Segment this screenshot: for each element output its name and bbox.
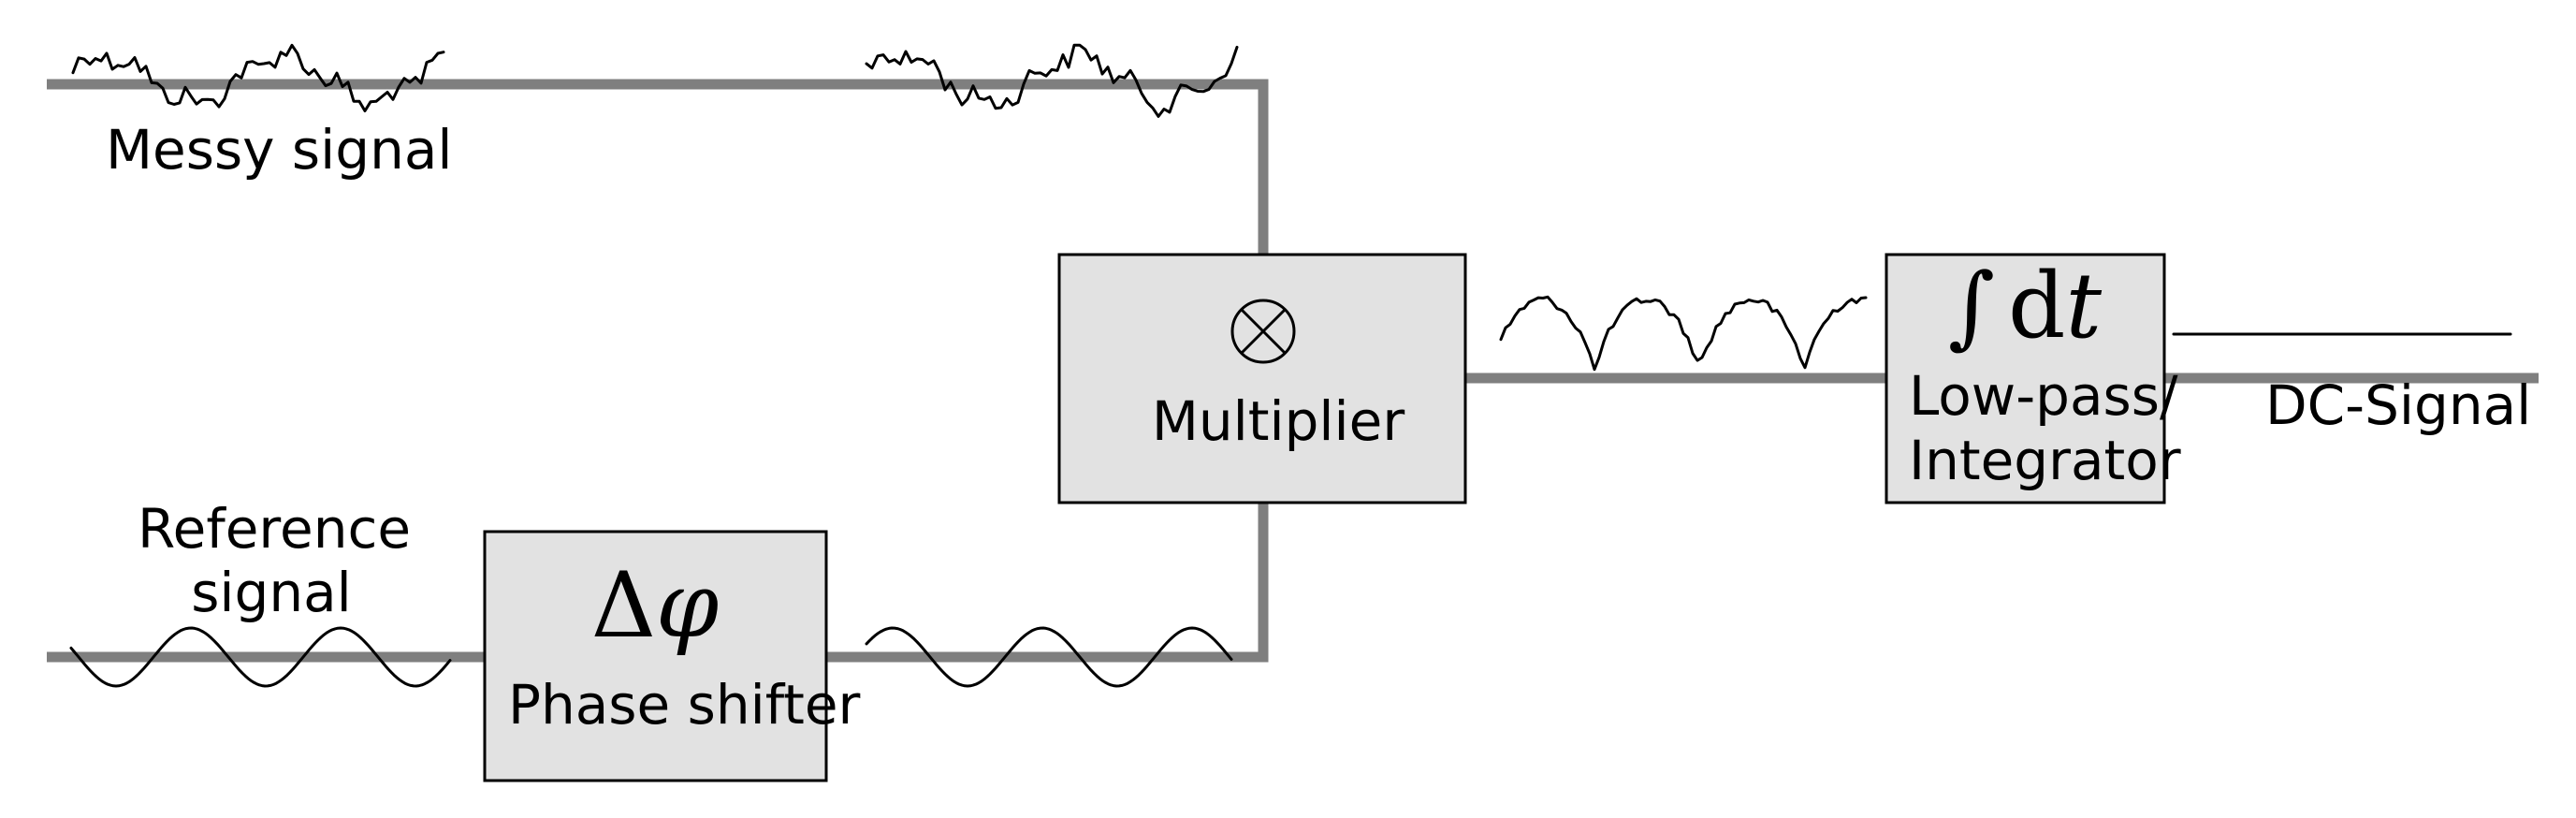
messy-signal-wire xyxy=(47,79,1269,255)
phase-shifter-label: Phase shifter xyxy=(508,673,861,737)
messy-signal-trace xyxy=(865,43,1239,118)
integral-t: t xyxy=(2065,254,2102,358)
lowpass-integrator-box xyxy=(1885,253,2166,504)
dc-signal-label: DC-Signal xyxy=(2265,373,2531,437)
reference-signal-label-line2: signal xyxy=(191,561,352,624)
shifted-reference-wire xyxy=(826,503,1269,663)
phase-shifter-box xyxy=(483,530,828,782)
delta-symbol: Δ xyxy=(591,553,656,658)
multiplier-label: Multiplier xyxy=(1152,389,1405,453)
multiplier-box xyxy=(1057,253,1467,504)
integral-sign: ∫ xyxy=(1948,254,1995,358)
integral-d: d xyxy=(2008,254,2065,358)
lowpass-label-line1: Low-pass/ xyxy=(1909,364,2178,428)
phi-symbol: φ xyxy=(656,553,719,658)
reference-signal-label-line1: Reference xyxy=(138,497,411,561)
phase-shift-symbol: Δφ xyxy=(591,553,720,658)
shifted-sine-wave xyxy=(865,626,1233,688)
reference-sine-wave xyxy=(69,626,452,688)
integral-symbol: ∫dt xyxy=(1948,254,2102,358)
lowpass-label-line2: Integrator xyxy=(1909,429,2181,492)
messy-signal-trace xyxy=(71,43,445,112)
circle-times-icon xyxy=(1230,299,1296,364)
product-signal-trace xyxy=(1499,295,1868,372)
messy-signal-label: Messy signal xyxy=(106,118,453,182)
